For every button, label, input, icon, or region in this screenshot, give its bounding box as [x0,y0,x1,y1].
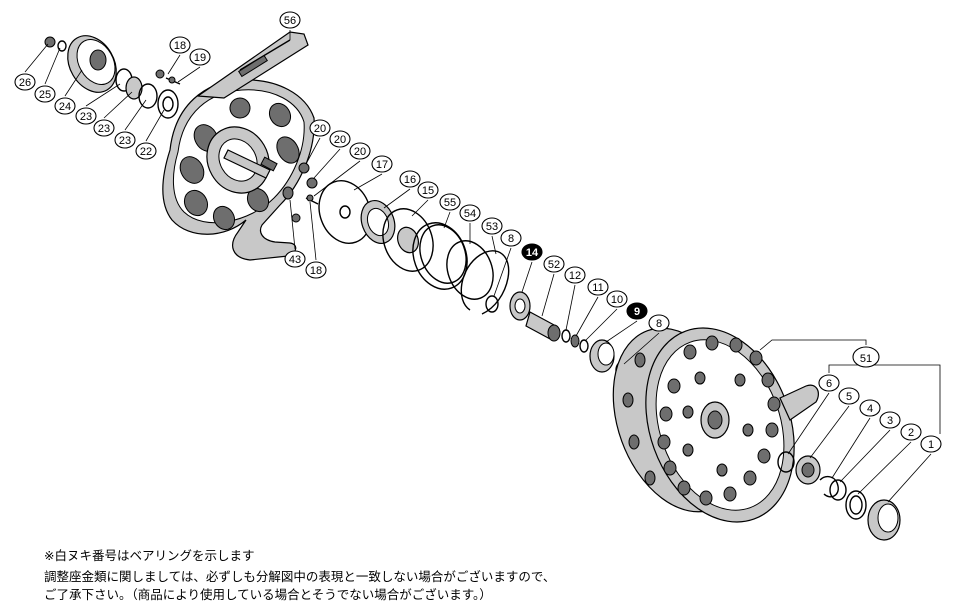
callout-label: 19 [194,52,206,64]
callout-label: 25 [39,89,51,101]
callout-c12: 12 [564,266,586,284]
callout-label: 5 [846,391,852,403]
callout-label: 18 [310,265,322,277]
callout-label: 54 [464,208,476,220]
callout-labels: 5618192625242323232220202017161555545381… [14,11,942,453]
callout-c11: 11 [587,278,609,296]
callout-c26: 26 [14,73,36,91]
callout-c17: 17 [371,155,393,173]
callout-label: 23 [80,111,92,123]
callout-c20b: 20 [329,130,351,148]
reel-frame [162,31,315,261]
callout-label: 24 [59,101,71,113]
callout-c2: 2 [900,423,922,441]
callout-label: 3 [887,415,893,427]
callout-c24: 24 [54,97,76,115]
callout-c3: 3 [879,411,901,429]
callout-c19: 19 [189,48,211,66]
callout-label: 23 [98,123,110,135]
callout-label: 12 [569,270,581,282]
callout-label: 9 [634,306,640,318]
callout-c10: 10 [606,290,628,308]
callout-c18b: 18 [305,261,327,279]
callout-c25: 25 [34,85,56,103]
callout-label: 8 [508,233,514,245]
shim-note-line2: ご了承下さい。（商品により使用している場合とそうでない場合がございます。） [44,587,492,602]
callout-label: 18 [174,40,186,52]
callout-label: 22 [140,146,152,158]
callout-label: 6 [826,378,832,390]
callout-label: 20 [334,134,346,146]
bearing-note: ※白ヌキ番号はベアリングを示します [44,548,255,563]
callout-c51: 51 [852,346,880,368]
callout-c8a: 8 [500,229,522,247]
leader-lines [24,30,941,503]
callout-c43: 43 [284,250,306,268]
callout-label: 17 [376,159,388,171]
callout-label: 20 [314,123,326,135]
callout-c53: 53 [481,217,503,235]
callout-label: 26 [19,77,31,89]
callout-c5: 5 [838,387,860,405]
callout-label: 14 [526,247,539,259]
callout-label: 51 [860,353,872,365]
callout-c8b: 8 [648,314,670,332]
callout-c55: 55 [439,193,461,211]
callout-c15: 15 [417,181,439,199]
callout-c23c: 23 [114,131,136,149]
callout-label: 23 [119,135,131,147]
callout-label: 2 [908,427,914,439]
callout-c52: 52 [543,255,565,273]
callout-label: 43 [289,254,301,266]
callout-label: 8 [656,318,662,330]
shim-note-line1: 調整座金類に関しましては、必ずしも分解図中の表現と一致しない場合がございますので… [44,569,556,584]
callout-c22: 22 [135,142,157,160]
callout-label: 52 [548,259,560,271]
callout-label: 53 [486,221,498,233]
callout-c16: 16 [399,170,421,188]
callout-c20a: 20 [309,119,331,137]
right-small-parts [777,451,901,541]
callout-label: 10 [611,294,623,306]
callout-label: 11 [592,282,603,294]
callout-label: 1 [928,439,934,451]
callout-c9: 9 [626,302,648,320]
callout-label: 16 [404,174,416,186]
callout-label: 15 [422,185,434,197]
callout-label: 20 [354,146,366,158]
callout-c14: 14 [521,243,543,261]
callout-label: 55 [444,197,456,209]
callout-c23b: 23 [93,119,115,137]
callout-c1: 1 [920,435,942,453]
callout-c6: 6 [818,374,840,392]
callout-c56: 56 [279,11,301,29]
callout-c4: 4 [859,399,881,417]
callout-c54: 54 [459,204,481,222]
callout-c23a: 23 [75,107,97,125]
callout-c18a: 18 [169,36,191,54]
callout-c20c: 20 [349,142,371,160]
callout-label: 4 [867,403,873,415]
callout-label: 56 [284,15,296,27]
spool [612,327,819,523]
